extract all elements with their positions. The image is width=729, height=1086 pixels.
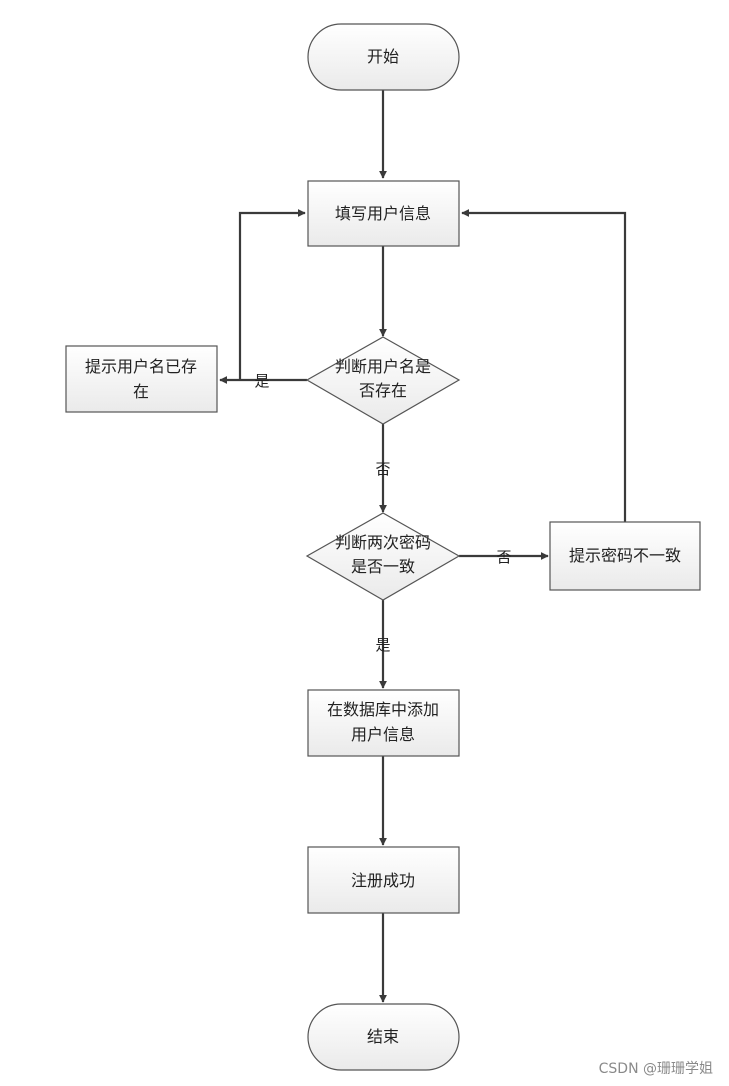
node-username-exists-line1: 提示用户名已存 [85, 357, 197, 376]
node-check-password: 判断两次密码 是否一致 [305, 512, 461, 601]
node-username-exists-line2: 在 [133, 382, 149, 401]
node-start-label: 开始 [367, 47, 399, 66]
node-fill-info-label: 填写用户信息 [335, 204, 431, 223]
node-register-success: 注册成功 [307, 846, 460, 914]
watermark: CSDN @珊珊学姐 [598, 1061, 713, 1077]
node-check-password-line1: 判断两次密码 [335, 533, 431, 552]
edge-label-username-no: 否 [375, 460, 390, 478]
node-check-username-line1: 判断用户名是 [335, 357, 431, 376]
edge-label-password-no: 否 [496, 548, 511, 566]
connectors [219, 90, 627, 1003]
node-end-label: 结束 [367, 1027, 399, 1046]
edge-label-username-yes: 是 [254, 372, 269, 390]
node-username-exists: 提示用户名已存 在 [65, 345, 218, 413]
node-check-username: 判断用户名是 否存在 [305, 336, 461, 425]
edge-password-mismatch-loop [461, 209, 627, 522]
node-add-to-db: 在数据库中添加 用户信息 [307, 689, 460, 757]
node-password-mismatch-label: 提示密码不一致 [569, 546, 681, 565]
node-check-username-line2: 否存在 [359, 381, 407, 400]
node-add-to-db-line2: 用户信息 [351, 725, 415, 744]
node-register-success-label: 注册成功 [351, 871, 415, 890]
node-fill-info: 填写用户信息 [307, 180, 460, 247]
edge-label-password-yes: 是 [375, 636, 390, 654]
node-end: 结束 [307, 1003, 460, 1071]
node-check-password-line2: 是否一致 [351, 557, 415, 576]
node-add-to-db-line1: 在数据库中添加 [327, 700, 439, 719]
node-password-mismatch: 提示密码不一致 [549, 521, 701, 591]
edge-username-exists-loop [238, 209, 306, 380]
node-start: 开始 [307, 23, 460, 91]
